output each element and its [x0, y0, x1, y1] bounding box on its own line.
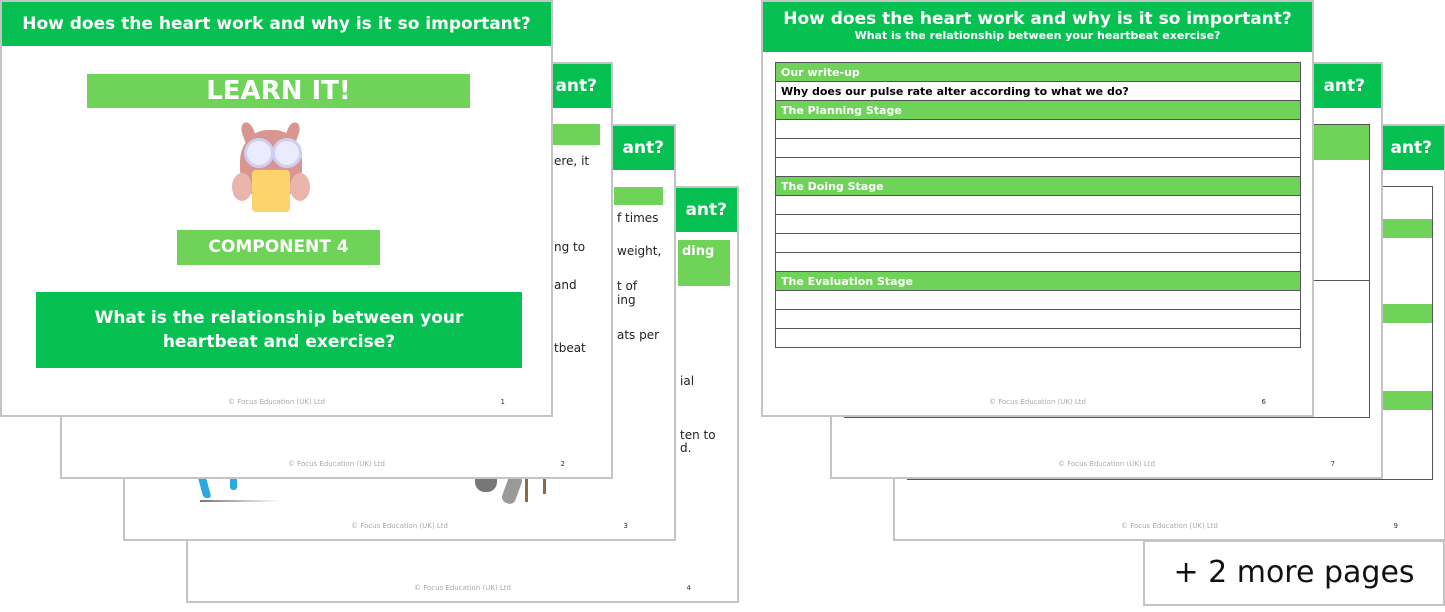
footer-copyright: © Focus Education (UK) Ltd [287, 460, 385, 468]
running-figure-image [196, 472, 280, 502]
writing-line-row-cell[interactable] [775, 309, 1301, 329]
page-number: 4 [686, 584, 691, 592]
question-row: Why does our pulse rate alter according … [775, 81, 1301, 101]
page-number: 7 [1330, 460, 1335, 468]
text-fragment: ats per [617, 328, 660, 342]
page-number: 9 [1393, 522, 1398, 530]
section-header-row-cell: The Planning Stage [775, 100, 1301, 120]
footer-copyright: © Focus Education (UK) Ltd [1057, 460, 1155, 468]
writing-line-row-cell[interactable] [775, 233, 1301, 253]
writing-line-row[interactable] [775, 328, 1301, 348]
section-header-row-cell: The Doing Stage [775, 176, 1301, 196]
footer-copyright: © Focus Education (UK) Ltd [988, 398, 1086, 406]
writing-line-row[interactable] [775, 233, 1301, 253]
writing-line-row[interactable] [775, 252, 1301, 272]
writing-line-row-cell[interactable] [775, 138, 1301, 158]
writing-line-row[interactable] [775, 119, 1301, 139]
slide-1[interactable]: How does the heart work and why is it so… [0, 0, 553, 417]
owl-reading-book-icon [232, 118, 327, 218]
writing-line-row[interactable] [775, 290, 1301, 310]
text-fragment: d. [680, 441, 692, 455]
table-title-row-cell: Our write-up [775, 62, 1301, 82]
writing-line-row-cell[interactable] [775, 157, 1301, 177]
page-number: 1 [500, 398, 505, 406]
text-fragment: ing [617, 293, 636, 307]
text-fragment: weight, [617, 244, 662, 258]
page-number: 2 [560, 460, 565, 468]
more-pages-label: + 2 more pages [1143, 540, 1445, 606]
writing-line-row-cell[interactable] [775, 119, 1301, 139]
writing-line-row-cell[interactable] [775, 195, 1301, 215]
slide-header: How does the heart work and why is it so… [763, 2, 1312, 52]
text-fragment: ng to [554, 240, 586, 254]
text-fragment: f times [617, 211, 659, 225]
section-header-row-cell: The Evaluation Stage [775, 271, 1301, 291]
footer-copyright: © Focus Education (UK) Ltd [413, 584, 511, 592]
slide-6[interactable]: How does the heart work and why is it so… [761, 0, 1314, 417]
writing-line-row[interactable] [775, 214, 1301, 234]
text-fragment: tbeat [554, 341, 586, 355]
text-fragment: ial [680, 374, 695, 388]
writing-line-row[interactable] [775, 195, 1301, 215]
section-header-row: The Evaluation Stage [775, 271, 1301, 291]
question-box: What is the relationship between your he… [36, 292, 522, 368]
section-label: ding [678, 240, 730, 286]
slide-title: How does the heart work and why is it so… [783, 9, 1292, 29]
writing-line-row[interactable] [775, 157, 1301, 177]
table-title-row: Our write-up [775, 62, 1301, 82]
writing-line-row[interactable] [775, 138, 1301, 158]
learn-it-banner: LEARN IT! [87, 74, 470, 108]
component-label: COMPONENT 4 [177, 230, 380, 265]
text-fragment: ere, it [554, 154, 590, 168]
writing-line-row-cell[interactable] [775, 252, 1301, 272]
section-bar [551, 124, 600, 145]
writing-line-row[interactable] [775, 309, 1301, 329]
text-fragment: ten to [680, 428, 716, 442]
writing-line-row-cell[interactable] [775, 214, 1301, 234]
section-header-row: The Planning Stage [775, 100, 1301, 120]
writing-line-row-cell[interactable] [775, 328, 1301, 348]
page-number: 6 [1261, 398, 1266, 406]
writing-line-row-cell[interactable] [775, 290, 1301, 310]
section-header-row: The Doing Stage [775, 176, 1301, 196]
text-fragment: t of [617, 279, 638, 293]
question-row-cell: Why does our pulse rate alter according … [775, 81, 1301, 101]
slide-subtitle: What is the relationship between your he… [854, 29, 1221, 42]
slide-header: How does the heart work and why is it so… [2, 2, 551, 46]
footer-copyright: © Focus Education (UK) Ltd [350, 522, 448, 530]
section-bar [614, 187, 663, 205]
text-fragment: and [554, 278, 577, 292]
footer-copyright: © Focus Education (UK) Ltd [227, 398, 325, 406]
page-number: 3 [623, 522, 628, 530]
footer-copyright: © Focus Education (UK) Ltd [1120, 522, 1218, 530]
